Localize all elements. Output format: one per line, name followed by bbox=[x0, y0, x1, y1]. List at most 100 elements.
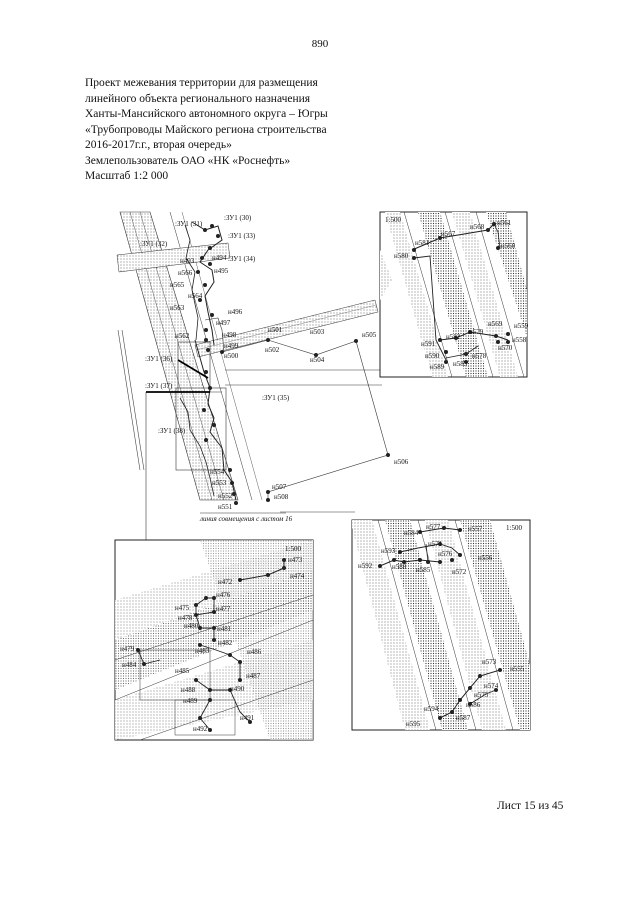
point-label: н494 bbox=[212, 254, 227, 262]
point-label: н575 bbox=[474, 691, 489, 699]
survey-point bbox=[216, 234, 220, 238]
point-label: н483 bbox=[195, 647, 210, 655]
survey-point bbox=[210, 313, 214, 317]
point-label: н485 bbox=[175, 667, 190, 675]
sheet-number: Лист 15 из 45 bbox=[497, 800, 564, 812]
header-line: 2016-2017г.г., вторая очередь» bbox=[85, 139, 232, 151]
zone-label: :ЗУ1 (37) bbox=[145, 382, 173, 390]
point-label: н503 bbox=[310, 328, 325, 336]
point-label: н504 bbox=[310, 356, 325, 364]
point-label: н564 bbox=[188, 292, 203, 300]
point-label: н586 bbox=[466, 701, 481, 709]
survey-traverse bbox=[204, 317, 225, 353]
survey-point bbox=[208, 262, 212, 266]
survey-point bbox=[234, 501, 238, 505]
point-label: н486 bbox=[247, 648, 262, 656]
point-label: н473 bbox=[288, 556, 303, 564]
point-label: н590 bbox=[425, 352, 440, 360]
survey-point bbox=[208, 246, 212, 250]
point-label: н581 bbox=[415, 239, 430, 247]
scale-label: 1:500 bbox=[385, 216, 401, 224]
point-label: н488 bbox=[181, 686, 196, 694]
survey-point bbox=[314, 353, 318, 357]
point-label: н498 bbox=[222, 331, 237, 339]
parcel-edge bbox=[177, 359, 209, 379]
point-label: н563 bbox=[170, 304, 185, 312]
zone-label: :ЗУ1 (36) bbox=[145, 355, 173, 363]
point-label: н585 bbox=[416, 566, 431, 574]
point-label: н584 bbox=[404, 529, 419, 537]
survey-point bbox=[198, 298, 202, 302]
boundary-line bbox=[184, 224, 199, 341]
zone-label: :ЗУ1 (34) bbox=[228, 255, 256, 263]
survey-point bbox=[196, 270, 200, 274]
point-label: н594 bbox=[424, 705, 439, 713]
survey-point bbox=[228, 468, 232, 472]
point-label: н556 bbox=[478, 554, 493, 562]
survey-point bbox=[386, 453, 390, 457]
point-label: н506 bbox=[394, 458, 409, 466]
point-label: н579 bbox=[469, 328, 484, 336]
point-label: н559 bbox=[514, 322, 529, 330]
scale-label: 1:500 bbox=[285, 545, 301, 553]
land-user-line: Землепользователь ОАО «НК «Роснефть» bbox=[85, 154, 291, 167]
survey-point bbox=[204, 438, 208, 442]
point-label: н482 bbox=[218, 639, 233, 647]
point-label: н593 bbox=[381, 547, 396, 555]
survey-point bbox=[204, 328, 208, 332]
point-label: н589 bbox=[430, 363, 445, 371]
survey-point bbox=[220, 350, 224, 354]
point-label: н573 bbox=[482, 658, 497, 666]
point-label: н560 bbox=[501, 242, 516, 250]
header-line: Проект межевания территории для размещен… bbox=[85, 77, 318, 89]
header-line: линейного объекта регионального назначен… bbox=[85, 92, 311, 105]
point-label: н592 bbox=[358, 562, 373, 570]
point-label: н552 bbox=[218, 492, 233, 500]
boundary-line bbox=[179, 397, 215, 497]
point-label: н572 bbox=[452, 568, 467, 576]
point-label: н499 bbox=[224, 342, 239, 350]
survey-point bbox=[266, 338, 270, 342]
thin-road bbox=[121, 329, 145, 471]
point-label: н595 bbox=[406, 720, 421, 728]
crossing-road bbox=[116, 242, 231, 273]
point-label: н570 bbox=[498, 344, 513, 352]
survey-point bbox=[206, 348, 210, 352]
point-label: н478 bbox=[178, 614, 193, 622]
point-label: н496 bbox=[228, 308, 243, 316]
point-label: н569 bbox=[488, 320, 503, 328]
zone-label: :ЗУ1 (30) bbox=[224, 214, 252, 222]
point-label: н497 bbox=[216, 319, 231, 327]
point-label: н567 bbox=[441, 230, 456, 238]
point-label: н502 bbox=[265, 346, 280, 354]
point-label: н500 bbox=[224, 352, 239, 360]
point-label: н555 bbox=[510, 665, 525, 673]
point-label: н568 bbox=[470, 223, 485, 231]
survey-point bbox=[266, 498, 270, 502]
boundary-line bbox=[191, 221, 223, 346]
point-label: н476 bbox=[216, 591, 231, 599]
point-label: н571 bbox=[428, 540, 443, 548]
scale-label: 1:500 bbox=[506, 524, 522, 532]
document-header: Проект межевания территории для размещен… bbox=[85, 76, 385, 185]
point-label: н558 bbox=[512, 336, 527, 344]
survey-traverse bbox=[221, 339, 389, 500]
point-label: н487 bbox=[246, 672, 261, 680]
branch-road-edge bbox=[195, 304, 377, 351]
inset-top-right: 1:500 н561 н568 н567 н581 н560 н580 н559… bbox=[379, 211, 529, 378]
zone-label: :ЗУ1 (32) bbox=[140, 240, 168, 248]
point-label: н490 bbox=[230, 685, 245, 693]
point-label: н474 bbox=[290, 572, 305, 580]
survey-point bbox=[354, 339, 358, 343]
point-label: н475 bbox=[175, 604, 190, 612]
combination-line-label: линия совмещения с листом 16 bbox=[199, 515, 293, 523]
survey-point bbox=[204, 338, 208, 342]
point-label: н489 bbox=[183, 697, 198, 705]
survey-point bbox=[204, 370, 208, 374]
header-line: Ханты-Мансийского автономного округа – Ю… bbox=[85, 108, 328, 120]
point-label: н481 bbox=[217, 625, 232, 633]
main-map: :ЗУ1 (30) :ЗУ1 (31) :ЗУ1 (33) :ЗУ1 (32) … bbox=[116, 211, 409, 540]
point-label: н591 bbox=[421, 340, 436, 348]
point-label: н588 bbox=[392, 563, 407, 571]
